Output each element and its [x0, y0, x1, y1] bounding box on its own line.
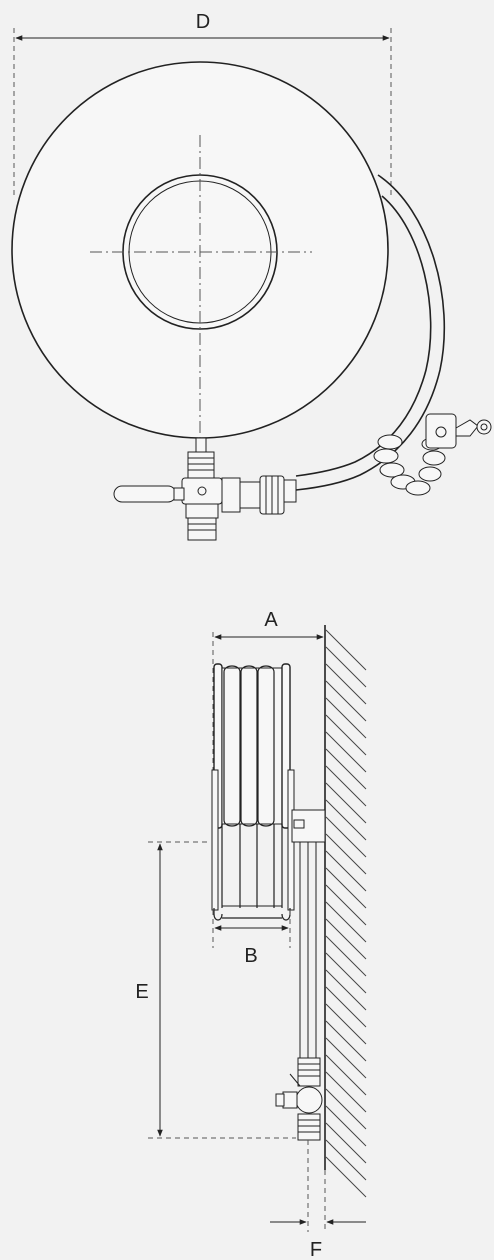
wall-hatch-line [325, 952, 367, 994]
wall-hatch-line [325, 986, 367, 1028]
wall-hatch-line [325, 629, 367, 671]
valve-assembly [113, 437, 297, 541]
wall-hatch-line [325, 1139, 367, 1181]
wall-hatch-line [325, 1003, 367, 1045]
wall-hatch-line [325, 884, 367, 926]
wall-hatch-line [325, 1122, 367, 1164]
wall-hatch-line [325, 1020, 367, 1062]
wall-hatch-line [325, 680, 367, 722]
wall-hatch-line [325, 1088, 367, 1130]
wall-hatch-line [325, 697, 367, 739]
wall-hatch-line [325, 646, 367, 688]
dimension-e: E [135, 841, 296, 1139]
label-f: F [310, 1239, 322, 1260]
wall-hatch-line [325, 1071, 367, 1113]
label-e: E [135, 981, 148, 1003]
dimension-d: D [13, 11, 392, 198]
wall-hatch-line [325, 1037, 367, 1079]
wall-hatch-line [325, 782, 367, 824]
wall-hatch-line [325, 901, 367, 943]
label-b: B [244, 945, 257, 967]
wall-hatch-line [325, 1105, 367, 1147]
dimension-f: F [270, 1140, 366, 1260]
label-d: D [196, 11, 210, 33]
wall-hatch-line [325, 1054, 367, 1096]
wall-hatch-line [325, 765, 367, 807]
dimension-b: B [212, 910, 291, 967]
wall-bracket [291, 809, 326, 1060]
wall-hatch-line [325, 714, 367, 756]
wall-hatch-line [325, 1156, 367, 1198]
wall-hatch-line [325, 935, 367, 977]
wall-hatch-line [325, 799, 367, 841]
wall-hatch-line [325, 833, 367, 875]
wall-hatch-line [325, 731, 367, 773]
wall-hatch-line [325, 748, 367, 790]
front-view: D [11, 11, 492, 541]
wall-hatch-line [325, 663, 367, 705]
wall-hatch-line [325, 918, 367, 960]
side-valve [275, 1057, 323, 1141]
wall-hatch-line [325, 969, 367, 1011]
spiral-guard [373, 434, 446, 496]
wall-hatch-line [325, 867, 367, 909]
reel-side-profile [211, 663, 295, 921]
label-a: A [264, 609, 278, 631]
wall-hatch-line [325, 816, 367, 858]
side-view: A [135, 609, 367, 1260]
wall-hatch-line [325, 850, 367, 892]
hose-loop [295, 174, 446, 491]
wall [324, 625, 367, 1198]
swivel-bracket [425, 413, 492, 449]
